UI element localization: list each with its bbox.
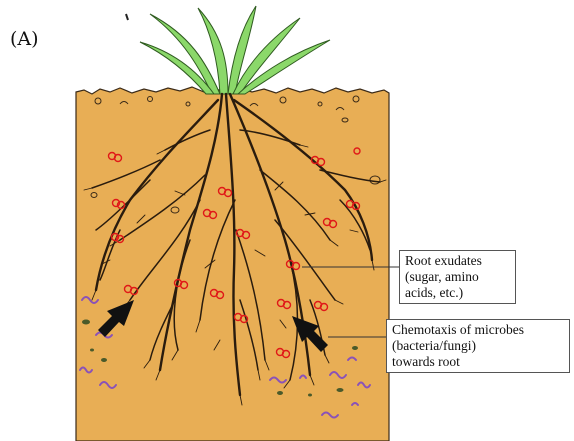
root-exudates-callout: Root exudates (sugar, amino acids, etc.): [399, 250, 516, 304]
callout-line: acids, etc.): [405, 285, 510, 301]
panel-label: (A): [10, 28, 39, 50]
callout-line: Chemotaxis of microbes: [392, 322, 564, 338]
callout-line: Root exudates: [405, 253, 510, 269]
callout-line: (sugar, amino: [405, 269, 510, 285]
callout-line: towards root: [392, 354, 564, 370]
soil-block: [76, 87, 389, 441]
plant-leaves: [140, 6, 330, 94]
chemotaxis-callout: Chemotaxis of microbes (bacteria/fungi) …: [386, 319, 570, 373]
speck-mark: [126, 14, 128, 20]
callout-line: (bacteria/fungi): [392, 338, 564, 354]
